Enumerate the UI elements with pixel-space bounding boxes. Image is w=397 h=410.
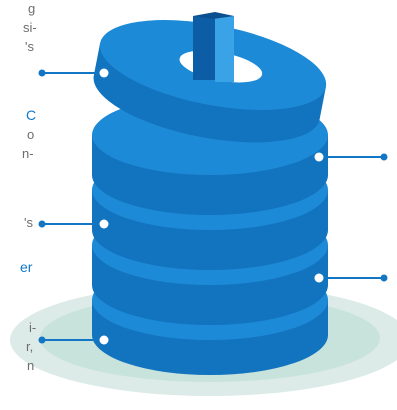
text-fragment-3: 's [25, 39, 34, 54]
connector-c3 [38, 219, 109, 229]
text-fragment-5: o [27, 127, 35, 142]
central-pillar [193, 12, 234, 82]
connector-c4 [314, 273, 388, 283]
text-fragment-7: 's [24, 215, 33, 230]
connector-c1 [38, 68, 109, 78]
text-fragment-6: n- [22, 146, 34, 161]
text-fragment-11: n [27, 358, 35, 373]
connector-c5 [38, 335, 109, 345]
text-fragment-2: si- [23, 20, 37, 35]
text-fragment-8: er [20, 259, 33, 275]
text-fragment-4: C [26, 107, 37, 123]
text-fragment-1: g [28, 1, 36, 16]
text-fragment-10: r, [26, 339, 34, 354]
connector-c2 [314, 152, 388, 162]
text-fragment-9: i- [29, 320, 37, 335]
